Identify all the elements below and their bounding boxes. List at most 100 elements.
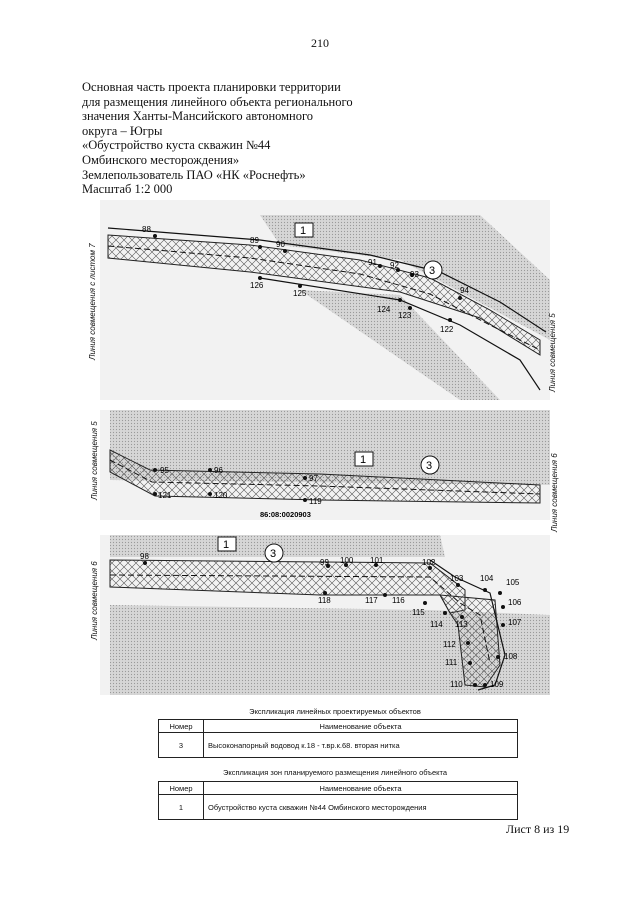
alignment-label-left: Линия совмещения 6 (90, 561, 99, 640)
table-cell: 3 (158, 732, 204, 758)
point-label: 120 (214, 491, 228, 500)
pipeline-axis (107, 245, 541, 351)
point-label: 94 (460, 286, 469, 295)
title-line: Омбинского месторождения» (82, 152, 240, 167)
title-line: Землепользователь ПАО «НК «Роснефть» (82, 167, 306, 182)
alignment-label-left: Линия совмещения с листом 7 (88, 243, 97, 360)
sheet-label: Лист 8 из 19 (506, 822, 570, 836)
map-panel-2: 95 96 97 121 120 119 86:08:0020903 1 3 (100, 410, 550, 520)
shaded-area (110, 410, 550, 485)
point-label: 104 (480, 574, 494, 583)
zone-boundary (259, 277, 541, 391)
table-row: 3 Высоконапорный водовод к.18 - т.вр.к.6… (158, 732, 518, 758)
object-marker-circle (420, 455, 440, 475)
table-header-row: Номер Наименование объекта (158, 719, 518, 733)
point-label: 115 (412, 608, 425, 617)
title-line: Основная часть проекта планировки террит… (82, 80, 341, 94)
table-cell: 1 (158, 794, 204, 820)
pipeline-axis (109, 459, 541, 495)
title-line: округа – Югры (82, 123, 163, 138)
title-block: Основная часть проекта планировки террит… (82, 80, 402, 197)
map-drawing-2: 95 96 97 121 120 119 86:08:0020903 1 3 (109, 410, 550, 519)
table-cell: Обустройство куста скважин №44 Омбинског… (203, 794, 518, 820)
shaded-area (300, 290, 500, 400)
point-label: 126 (250, 281, 264, 290)
point-label: 102 (422, 558, 436, 567)
point-label: 88 (142, 225, 151, 234)
zone-boundary (429, 559, 506, 691)
point-label: 105 (506, 578, 520, 587)
table-cell: Высоконапорный водовод к.18 - т.вр.к.68.… (203, 732, 518, 758)
zone-marker: 1 (360, 454, 366, 466)
point-label: 100 (340, 556, 354, 565)
point-label: 103 (450, 574, 464, 583)
point-label: 91 (368, 258, 377, 267)
title-line: для размещения линейного объекта региона… (82, 94, 353, 109)
point-label: 122 (440, 325, 454, 334)
point-label: 90 (276, 240, 285, 249)
table-header-row: Номер Наименование объекта (158, 781, 518, 795)
table-linear-objects: Номер Наименование объекта 3 Высоконапор… (158, 719, 518, 758)
pipeline-axis (109, 574, 491, 664)
map-panel-3: 98 99 100 101 102 103 104 105 106 107 10… (100, 535, 550, 695)
map-drawing-3: 98 99 100 101 102 103 104 105 106 107 10… (109, 535, 550, 695)
point-label: 121 (158, 491, 172, 500)
title-line: «Обустройство куста скважин №44 (82, 138, 271, 153)
map-panel-1: 88 89 90 91 92 93 94 126 125 124 123 122… (100, 200, 550, 400)
point-label: 114 (430, 620, 443, 629)
point-markers (153, 468, 307, 502)
point-label: 108 (504, 652, 518, 661)
object-marker-circle (423, 260, 443, 280)
zone-band (107, 234, 541, 356)
point-label: 96 (214, 466, 223, 475)
table-row: 1 Обустройство куста скважин №44 Омбинск… (158, 794, 518, 820)
point-label: 107 (508, 618, 522, 627)
point-label: 124 (377, 305, 391, 314)
point-label: 113 (455, 620, 468, 629)
title-line: значения Ханты-Мансийского автономного (82, 109, 314, 124)
object-marker-circle (264, 543, 284, 563)
point-label: 109 (490, 680, 504, 689)
point-label: 116 (392, 596, 405, 605)
zone-marker-box (294, 222, 314, 238)
point-label: 118 (318, 596, 331, 605)
point-label: 95 (160, 466, 169, 475)
object-marker: 3 (270, 548, 276, 560)
table-header-cell: Номер (158, 719, 204, 733)
zone-marker-box (354, 451, 374, 467)
point-label: 89 (250, 236, 259, 245)
zone-marker-box (217, 536, 237, 552)
shaded-area (260, 215, 550, 340)
table-header-cell: Наименование объекта (203, 719, 518, 733)
point-label: 98 (140, 552, 149, 561)
zone-band (109, 559, 466, 614)
map-drawing-1: 88 89 90 91 92 93 94 126 125 124 123 122… (107, 215, 550, 400)
zone-boundary (107, 227, 547, 333)
alignment-label-right: Линия совмещения 5 (548, 313, 557, 392)
point-markers (143, 561, 505, 687)
point-label: 110 (450, 680, 463, 689)
point-label: 112 (443, 640, 456, 649)
point-label: 97 (309, 474, 318, 483)
shaded-area (110, 605, 550, 695)
point-label: 106 (508, 598, 522, 607)
point-label: 119 (309, 497, 322, 506)
zone-marker: 1 (300, 225, 306, 237)
table-header-cell: Наименование объекта (203, 781, 518, 795)
point-label: 111 (445, 658, 458, 667)
table-zones: Номер Наименование объекта 1 Обустройств… (158, 781, 518, 820)
table-caption-zones: Экспликация зон планируемого размещения … (222, 768, 448, 777)
object-marker: 3 (426, 460, 432, 472)
table-header-cell: Номер (158, 781, 204, 795)
point-label: 123 (398, 311, 412, 320)
point-label: 125 (293, 289, 307, 298)
alignment-label-right: Линия совмещения 6 (550, 453, 559, 532)
point-label: 99 (320, 558, 329, 567)
table-caption-linear: Экспликация линейных проектируемых объек… (249, 707, 421, 716)
point-label: 117 (365, 596, 378, 605)
point-label: 92 (390, 261, 399, 270)
scale-line: Масштаб 1:2 000 (82, 182, 173, 197)
zone-marker: 1 (223, 539, 229, 551)
point-markers (153, 234, 462, 322)
page-number: 210 (311, 36, 329, 50)
